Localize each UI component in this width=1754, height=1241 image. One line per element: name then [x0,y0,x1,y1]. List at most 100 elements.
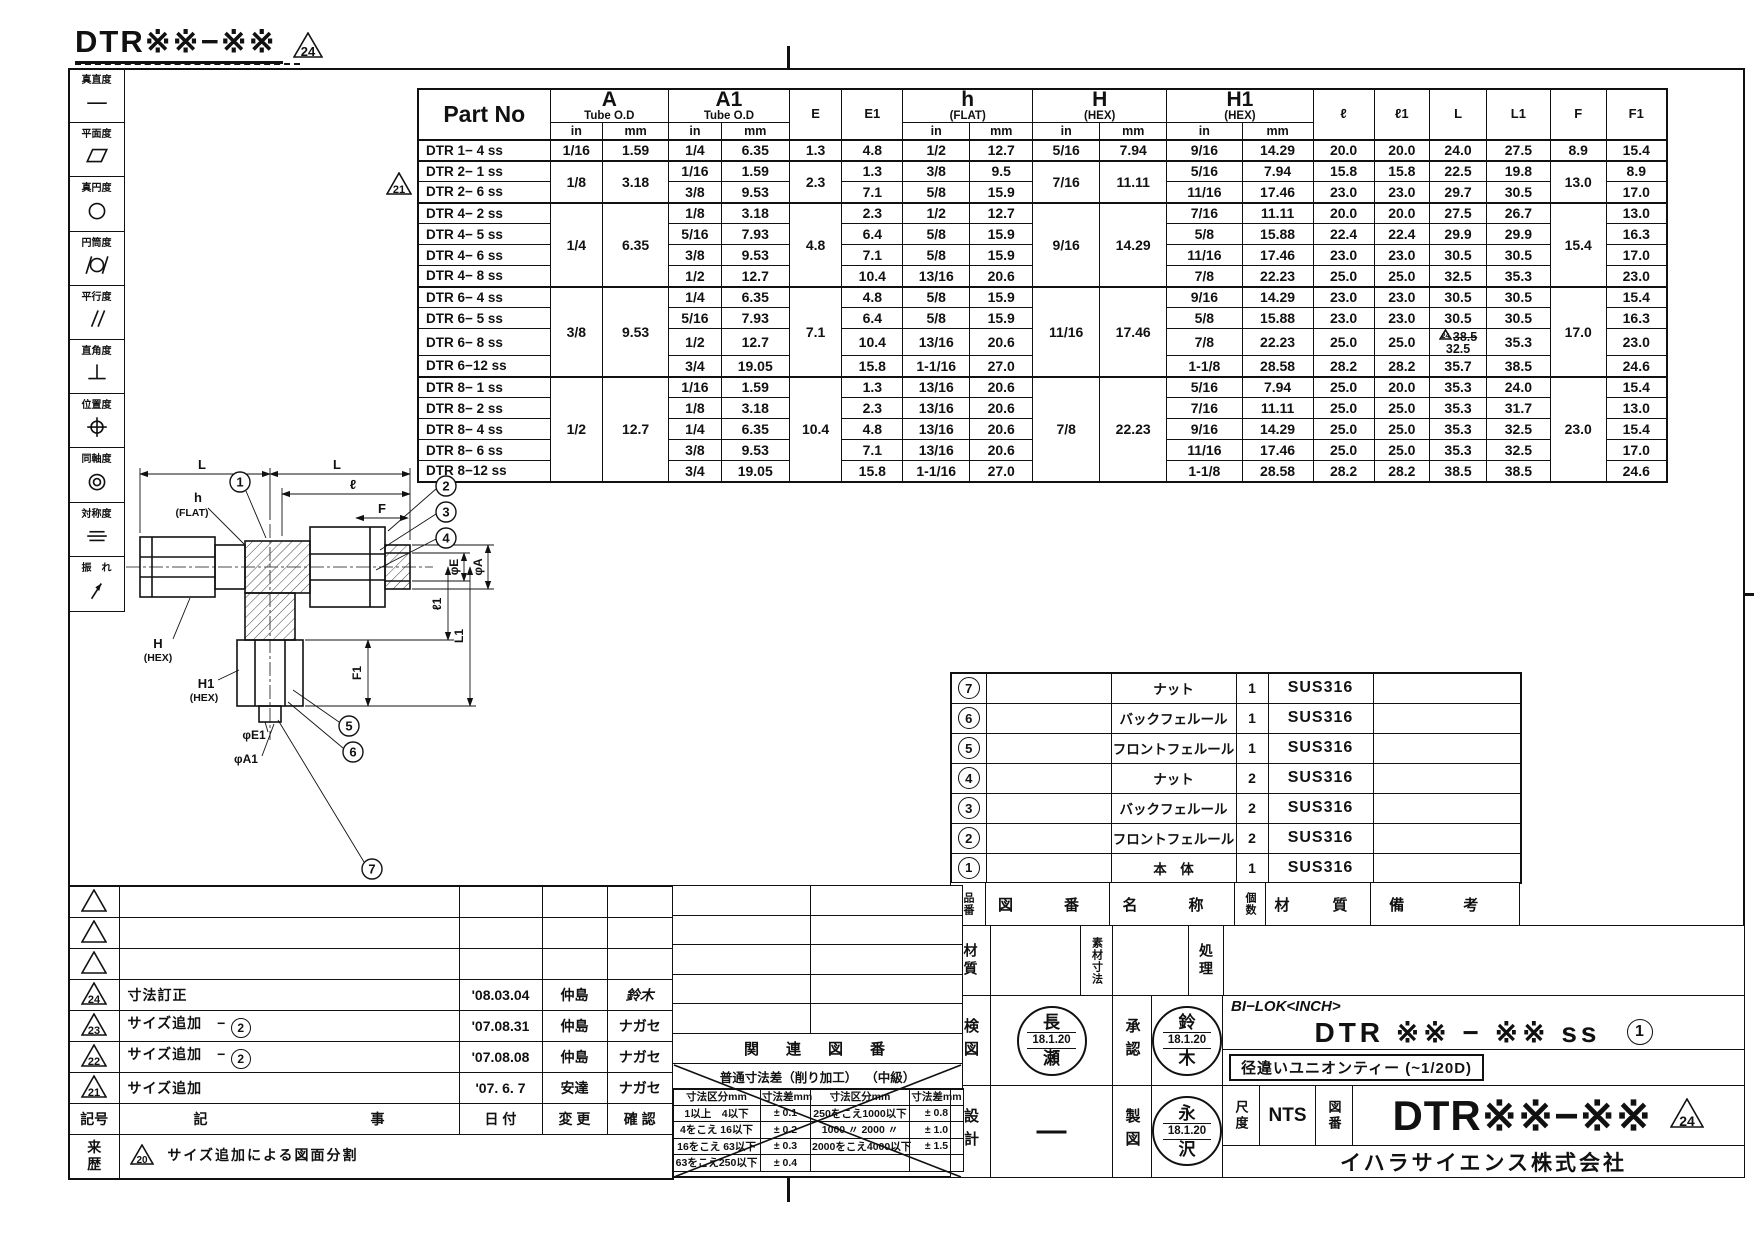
dim-cell: 28.58 [1241,460,1314,482]
revision-date: '07.08.31 [458,1009,543,1042]
dim-cell: 7.93 [720,307,790,329]
parts-remark [1372,822,1522,854]
revision-check [606,916,674,949]
parts-zuban [985,672,1112,704]
dim-cell: 14.29 [1099,201,1168,287]
dim-cell: 15.4 [1605,418,1668,440]
tolerance-header: 寸法区分mm [672,1088,761,1106]
dim-cell: 1-1/16 [902,355,971,377]
dim-cell: 17.0 [1605,244,1668,266]
revision-check: 鈴木 [606,978,674,1011]
dim-cell: 7.1 [841,244,904,266]
parts-remark [1372,732,1522,764]
dim-cell: 13/16 [902,439,971,461]
part-no: DTR 2− 1 ss [417,159,551,182]
tolerance-cell: 4をこえ 16以下 [672,1121,761,1139]
approve-stamp-cell: 鈴 18.1.20 木 [1150,995,1224,1086]
triangle-mark-icon: 24 [292,31,324,59]
dim-cell: 19.05 [720,460,790,482]
parts-qty: 1 [1235,672,1269,704]
gdt-cell: 円筒度 [69,232,124,286]
dim-cell: 30.5 [1485,244,1551,266]
parts-no: 3 [950,792,987,824]
part-no: DTR 6− 4 ss [417,285,551,308]
revision-date [458,947,543,980]
parts-name: バックフェルール [1110,792,1237,824]
dim-cell: 3.18 [602,159,670,203]
dim-cell: 26.7 [1485,201,1551,224]
callout-1: 1 [236,475,243,490]
part-code-line: DTR ※※ − ※※ ss 1 [1223,1015,1744,1049]
parts-name: 本 体 [1110,852,1237,884]
dim-note-triangle: 21 [385,171,413,200]
dim-cell: 25.0 [1373,439,1431,461]
parts-material: SUS316 [1267,822,1374,854]
dim-cell: 3/4 [668,355,722,377]
scale-label: 尺度 [1222,1084,1260,1147]
svg-text:24: 24 [1679,1113,1695,1128]
dim-cell: 3/4 [668,460,722,482]
parts-name: フロントフェルール [1110,732,1237,764]
dim-cell: 17.46 [1099,285,1168,377]
dim-cell: 12.7 [720,265,790,287]
sub-mm: mm [720,122,790,141]
dim-cell: 23.0 [1312,244,1375,266]
dim-cell: 11.11 [1241,201,1314,224]
tolerance-cell: 63をこえ250以下 [672,1154,761,1172]
related-cell [672,944,811,975]
tolerance-cell: ± 0.1 [760,1104,811,1122]
sub-mm: mm [602,122,670,141]
gdt-cell: 真直度 [69,69,124,124]
svg-text:23: 23 [88,1025,100,1036]
dim-cell: 13.0 [1549,159,1607,203]
tolerance-cell [909,1154,964,1172]
dim-cell: 15.9 [969,285,1034,308]
dim-cell: 4.8 [841,138,904,161]
dim-cell: 1/16 [668,375,722,398]
gdt-label: 直角度 [81,345,112,357]
dim-cell: 7.94 [1099,138,1168,161]
dim-cell: 22.23 [1241,265,1314,287]
dim-cell: 13/16 [902,328,971,356]
triangle-mark-icon: 24 [1669,1097,1705,1129]
dim-cell: 25.0 [1312,439,1375,461]
draft-stamp-cell: 永 18.1.20 沢 [1150,1084,1224,1178]
parts-header-material: 材 質 [1265,882,1371,926]
tolerance-header: 寸法区分mm [810,1088,910,1106]
tolerance-cell: 16をこえ 63以下 [672,1137,761,1155]
tolerance-cell: 1以上 4以下 [672,1104,761,1122]
dim-cell: 8.9 [1605,159,1668,182]
dim-cell: 5/8 [1166,307,1243,329]
dim-cell: 7.93 [720,223,790,245]
tolerance-row: 63をこえ250以下± 0.4 [672,1154,964,1172]
col-L: L [1429,88,1487,140]
dim-cell: 35.3 [1429,418,1487,440]
dim-cell: 1/2 [902,138,971,161]
revision-date [458,885,543,918]
dim-cell: 30.5 [1485,285,1551,308]
registration-mark-bottom [787,1176,790,1202]
dim-label-F1: F1 [350,666,364,680]
history-triangle: 20 [129,1143,154,1168]
revision-blank-row [68,916,674,949]
dwg-no-triangle: 24 [1669,1097,1705,1133]
dim-cell: 15.8 [841,355,904,377]
revision-date [458,916,543,949]
dim-cell: 7/8 [1166,328,1243,356]
parts-qty: 2 [1235,822,1269,854]
revision-by: 仲島 [541,1040,608,1073]
dim-cell: 9/16 [1166,418,1243,440]
dim-cell: 6.4 [841,223,904,245]
dim-label-H1-sub: (HEX) [190,692,219,704]
triangle-mark-icon: 24 [80,980,108,1006]
dim-cell: 38.5 [1485,355,1551,377]
related-cell [672,973,811,1005]
history-label: 来歴 [68,1133,120,1180]
dim-cell: 20.0 [1373,375,1431,398]
stamp-date: 18.1.20 [1162,1032,1212,1049]
